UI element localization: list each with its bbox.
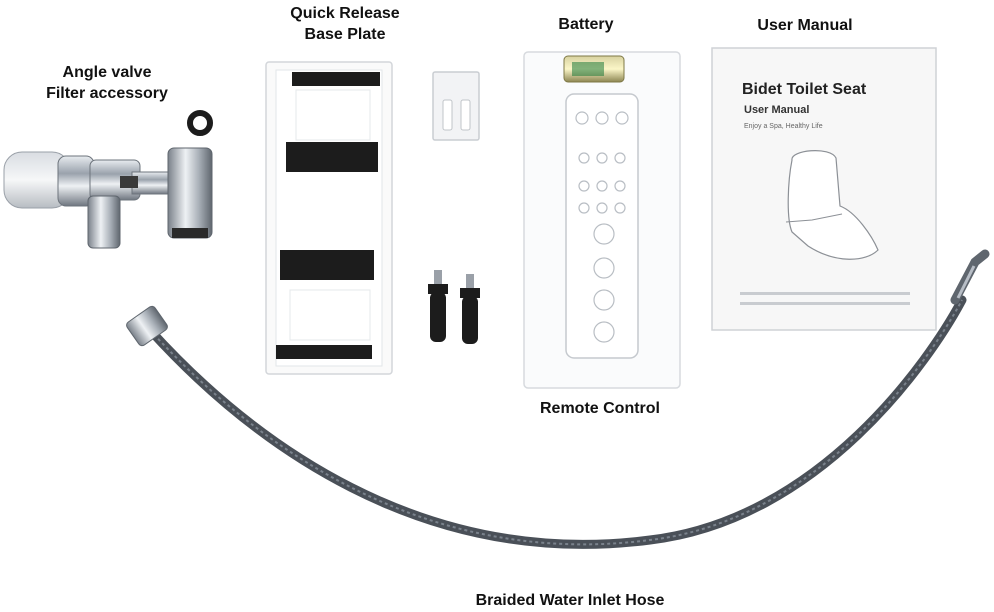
rubber-washer [187, 110, 213, 136]
angle-valve-label-line2: Filter accessory [46, 85, 168, 102]
battery-label: Battery [558, 16, 614, 33]
angle-valve-label-line1: Angle valve [62, 64, 152, 81]
manual-title: Bidet Toilet Seat [742, 81, 867, 98]
user-manual-label: User Manual [757, 17, 853, 34]
remote-control-label: Remote Control [540, 400, 660, 417]
base-plate-label-line2: Base Plate [304, 26, 386, 43]
manual-tagline: Enjoy a Spa, Healthy Life [744, 123, 823, 130]
base-plate-label: Quick Release Base Plate [270, 3, 420, 45]
remote-control [523, 51, 681, 389]
base-plate-label-line1: Quick Release [290, 5, 400, 22]
small-mounting-plate [432, 71, 480, 141]
manual-subtitle: User Manual [744, 104, 809, 116]
rubber-anchors [428, 270, 480, 344]
quick-release-base-plate [265, 61, 393, 375]
angle-valve-label: Angle valve Filter accessory [22, 62, 192, 104]
angle-valve-filter [3, 147, 213, 249]
user-manual: Bidet Toilet Seat User Manual Enjoy a Sp… [711, 47, 937, 331]
hose-label: Braided Water Inlet Hose [475, 592, 665, 609]
braided-water-inlet-hose [126, 249, 990, 549]
